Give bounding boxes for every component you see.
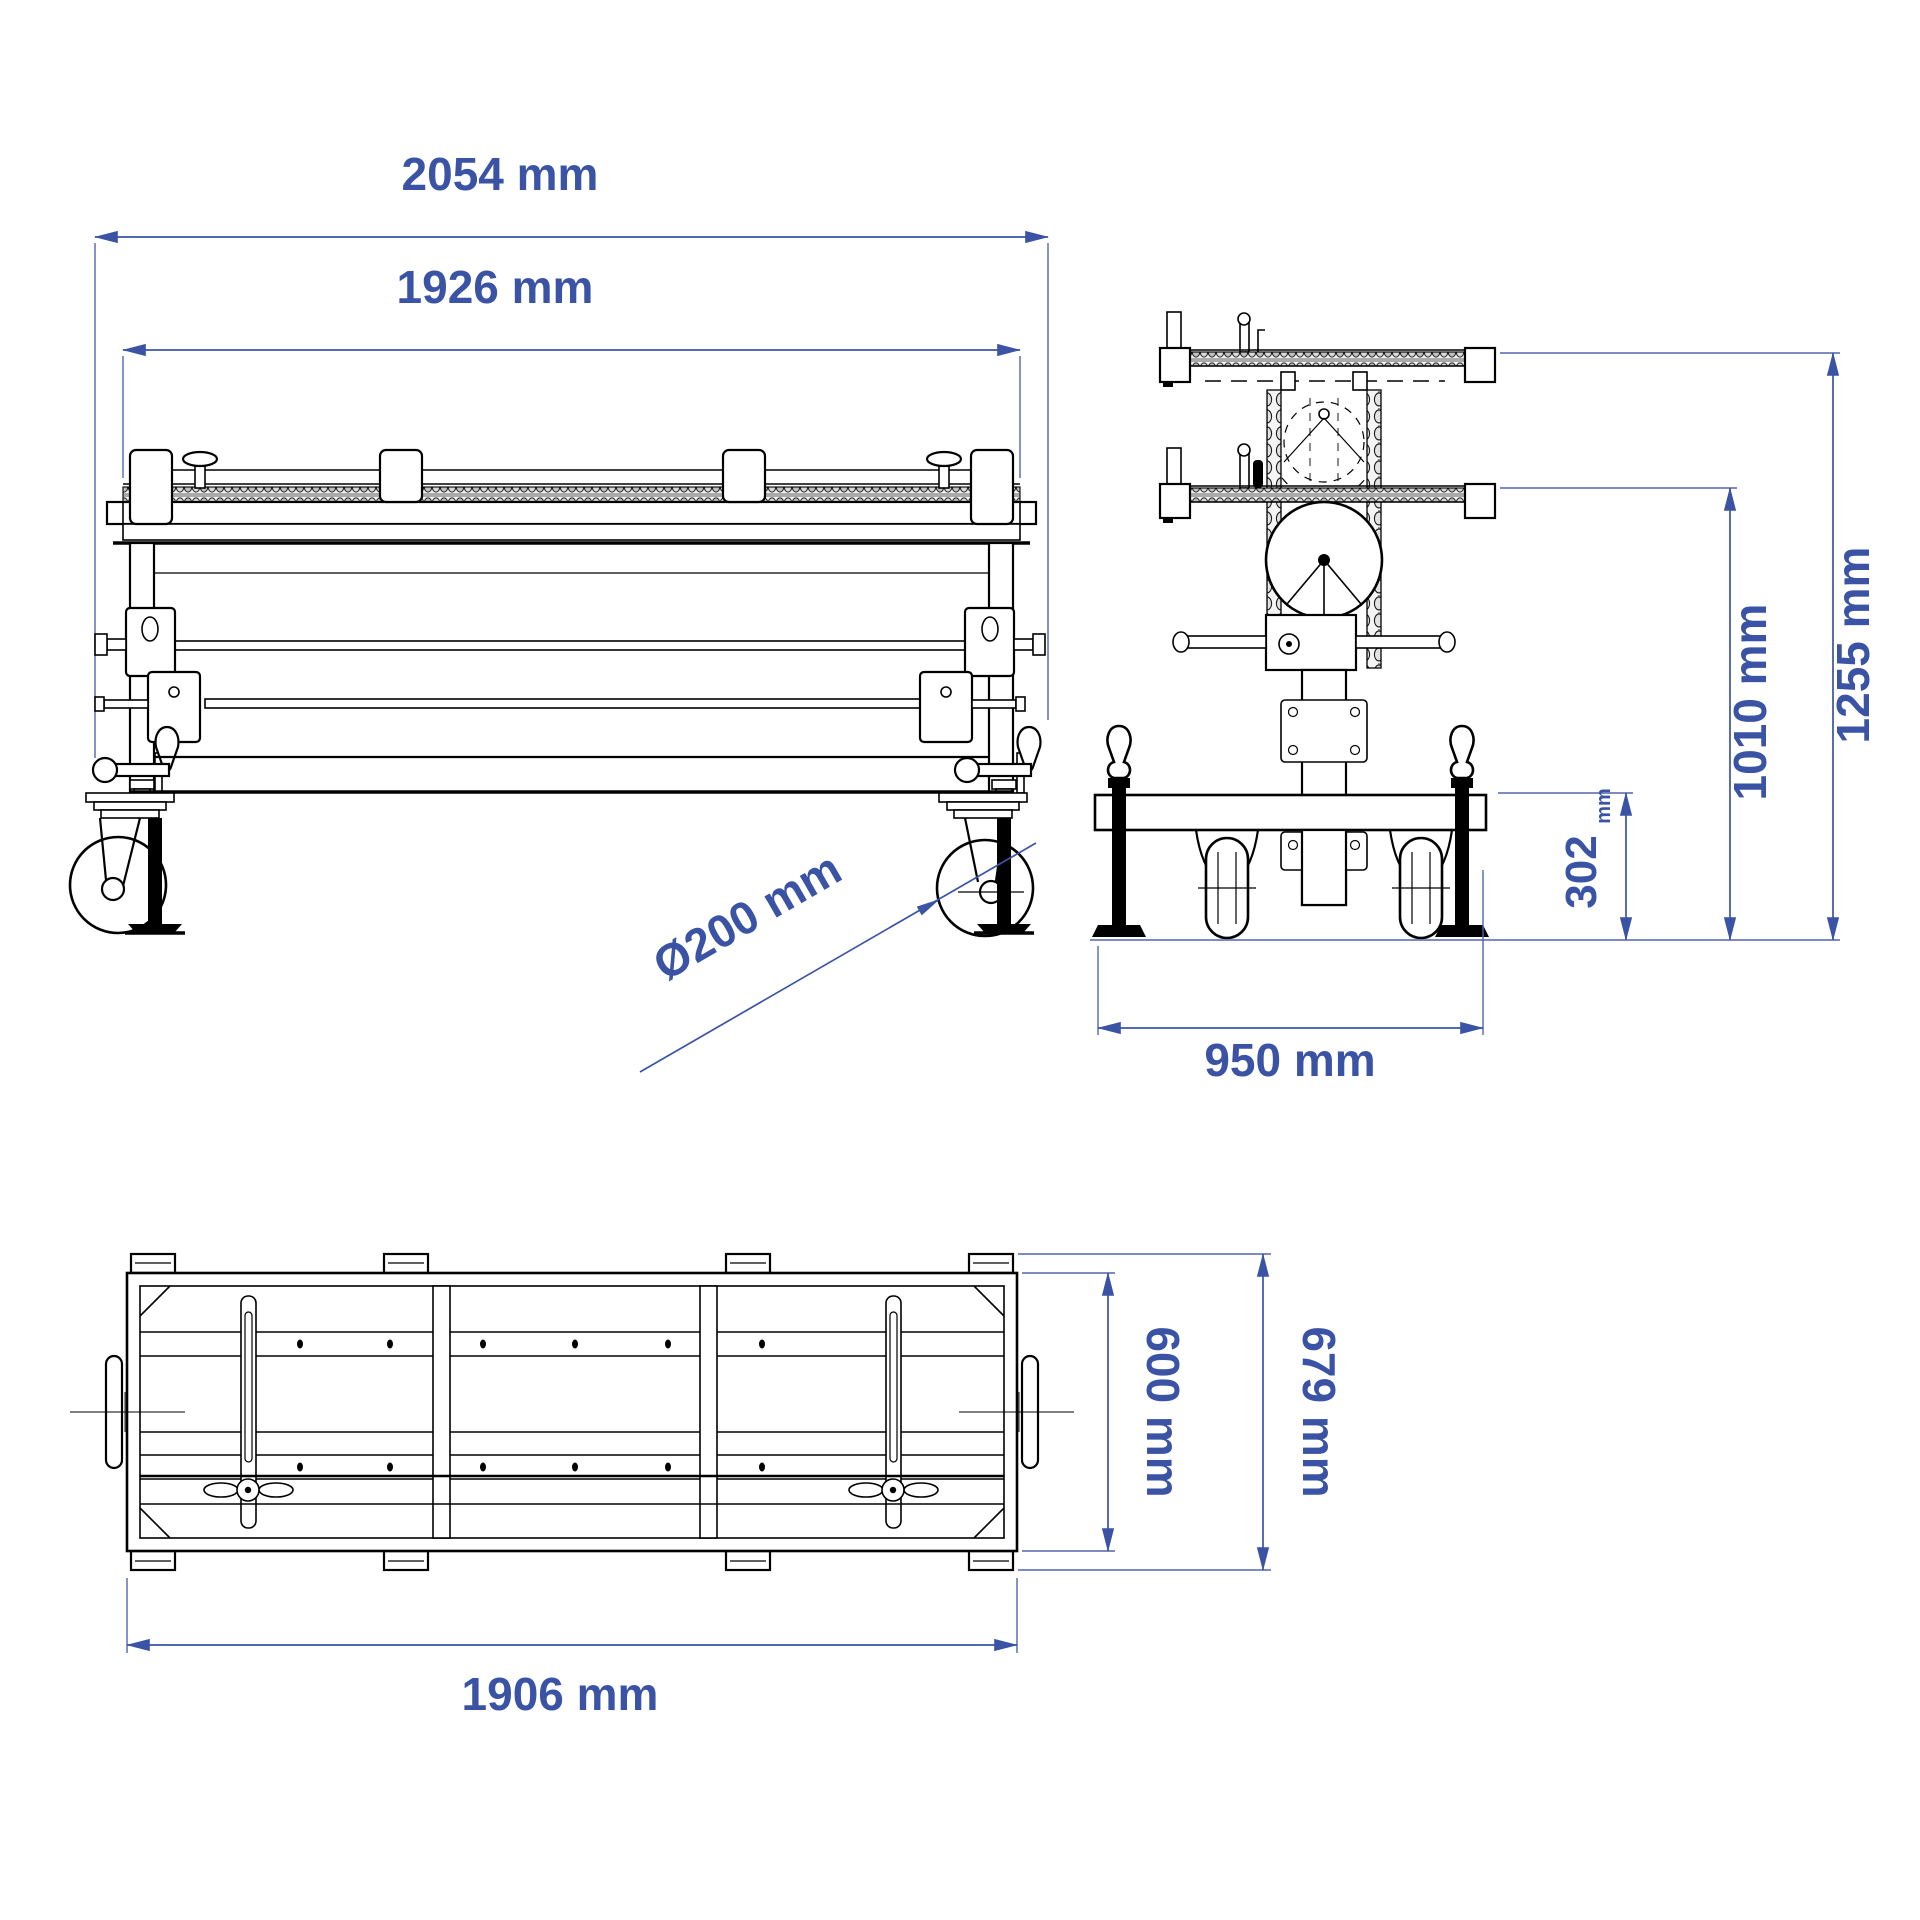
t-screw-knob-left	[181, 450, 219, 489]
dim-side-base-width-label: 950 mm	[1204, 1034, 1375, 1086]
frame-tabs	[129, 1252, 1015, 1572]
slide-bar-right	[848, 1295, 939, 1529]
upper-platform-section	[1158, 311, 1497, 387]
toggle-clamp-left	[91, 725, 180, 798]
jack-leg-right	[974, 818, 1034, 935]
top-stringer	[140, 1331, 1004, 1357]
rail-end-block-right	[969, 448, 1015, 526]
end-handle-left	[70, 1354, 185, 1470]
bottom-stringer	[140, 1431, 1004, 1480]
gearbox-section	[1172, 613, 1456, 672]
side-jack-right	[1435, 724, 1489, 937]
dim-side-overall-height-label: 1255 mm	[1827, 547, 1879, 744]
top-view: 600 mm 679 mm 1906 mm	[70, 1252, 1345, 1720]
caster-wheel-left	[68, 792, 175, 935]
side-jack-left	[1092, 724, 1146, 937]
dim-top-inner-depth: 600 mm	[1022, 1272, 1189, 1552]
dim-front-bed-length-label: 1926 mm	[397, 261, 594, 313]
dim-front-overall-length-label: 2054 mm	[402, 148, 599, 200]
cross-divider	[432, 1285, 451, 1539]
toggle-clamp-right	[953, 725, 1042, 798]
pedestal-lower-plate	[1280, 828, 1368, 907]
side-caster-left	[1194, 829, 1260, 940]
dim-side-overall-height: 1255 mm	[1090, 352, 1879, 941]
rail-post	[721, 448, 767, 504]
clamp-rod-upper	[94, 606, 1046, 678]
front-view: 2054 mm 1926 mm	[68, 148, 1049, 1073]
frame-outer	[125, 1271, 1019, 1553]
dim-side-bed-height-label: 1010 mm	[1724, 604, 1776, 801]
base-beam	[1093, 793, 1488, 832]
rail-knurled-strip	[122, 486, 1021, 503]
dim-front-overall-length: 2054 mm	[94, 148, 1049, 758]
side-caster-right	[1388, 829, 1454, 940]
clamp-rod-lower	[94, 670, 1026, 744]
dim-side-base-height-label: 302	[1557, 835, 1606, 908]
hand-wheel-disc	[1264, 500, 1384, 620]
dim-top-frame-length-label: 1906 mm	[462, 1668, 659, 1720]
jack-leg-left	[125, 818, 185, 935]
dim-top-inner-depth-label: 600 mm	[1137, 1326, 1189, 1497]
leader-arrow	[916, 899, 940, 916]
side-view: 1255 mm 1010 mm 302 mm 950 mm	[1090, 311, 1879, 1086]
corner-gussets	[139, 1285, 1005, 1539]
dim-top-outer-depth: 679 mm	[1018, 1253, 1345, 1571]
caster-wheel-right	[935, 792, 1035, 938]
slide-bar-left	[203, 1295, 294, 1529]
dim-side-base-height: 302 mm	[1498, 788, 1633, 941]
cross-divider	[699, 1285, 718, 1539]
dim-side-base-width: 950 mm	[1097, 870, 1484, 1086]
rail-end-block-left	[128, 448, 174, 526]
end-handle-right	[959, 1354, 1074, 1470]
dim-side-base-height-unit: mm	[1593, 788, 1615, 824]
t-screw-knob-right	[925, 450, 963, 489]
lower-platform-section	[1158, 443, 1497, 523]
dim-top-outer-depth-label: 679 mm	[1293, 1326, 1345, 1497]
dim-side-bed-height: 1010 mm	[1500, 487, 1776, 941]
top-rail	[105, 448, 1038, 574]
dim-front-bed-length: 1926 mm	[122, 261, 1021, 478]
dim-top-frame-length: 1906 mm	[126, 1578, 1018, 1720]
dim-wheel-diameter: Ø200 mm	[639, 842, 1037, 1073]
rail-post	[378, 448, 424, 504]
